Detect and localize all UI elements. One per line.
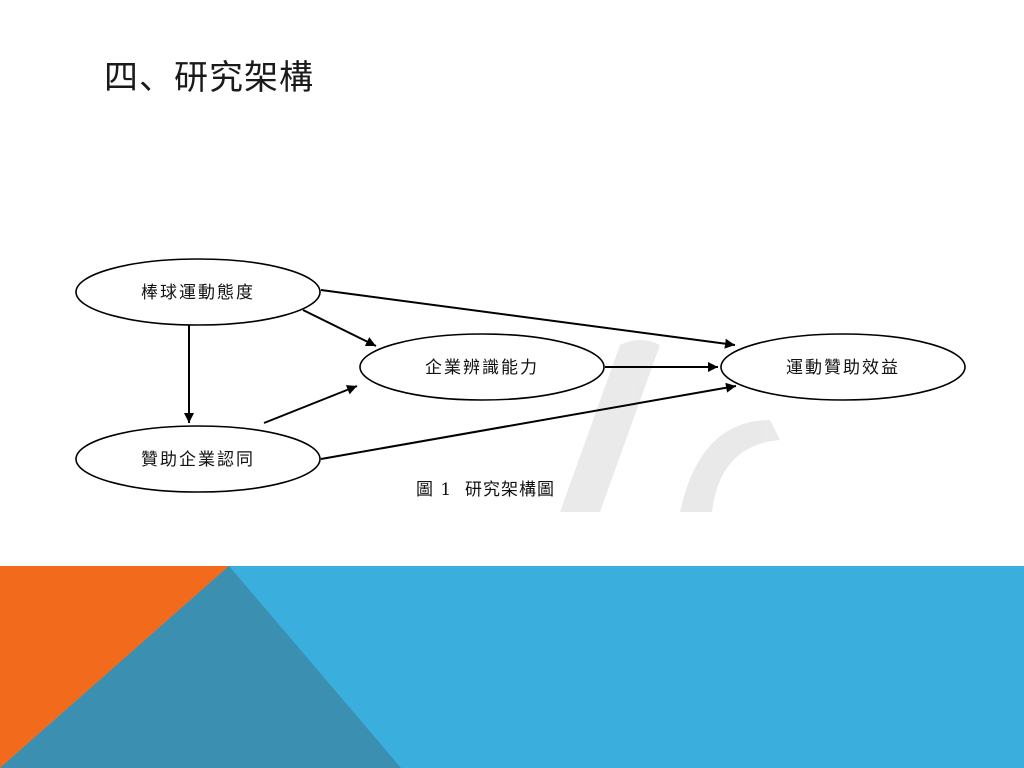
arrow-attitude-to-recognition bbox=[302, 309, 377, 347]
watermark-logo bbox=[560, 340, 780, 512]
arrow-identification-to-recognition bbox=[263, 385, 358, 424]
arrow-identification-to-benefit bbox=[320, 382, 737, 460]
node-baseball-attitude-label: 棒球運動態度 bbox=[141, 283, 255, 303]
node-sponsorship-benefit-label: 運動贊助效益 bbox=[786, 358, 900, 378]
node-corporate-recognition: 企業辨識能力 bbox=[359, 333, 605, 401]
node-sponsor-identification: 贊助企業認同 bbox=[75, 425, 321, 493]
footer-steel-triangle bbox=[0, 566, 401, 768]
node-sponsor-identification-label: 贊助企業認同 bbox=[141, 450, 255, 470]
research-framework-diagram: 棒球運動態度 企業辨識能力 運動贊助效益 贊助企業認同 圖 1 研究架構圖 bbox=[75, 258, 966, 512]
slide-title: 四、研究架構 bbox=[104, 58, 314, 98]
node-corporate-recognition-label: 企業辨識能力 bbox=[425, 358, 539, 378]
footer-band bbox=[0, 566, 1024, 768]
figure-caption: 圖 1 研究架構圖 bbox=[416, 480, 555, 500]
node-baseball-attitude: 棒球運動態度 bbox=[75, 258, 321, 326]
node-sponsorship-benefit: 運動贊助效益 bbox=[720, 333, 966, 401]
arrow-attitude-to-benefit bbox=[320, 289, 736, 349]
